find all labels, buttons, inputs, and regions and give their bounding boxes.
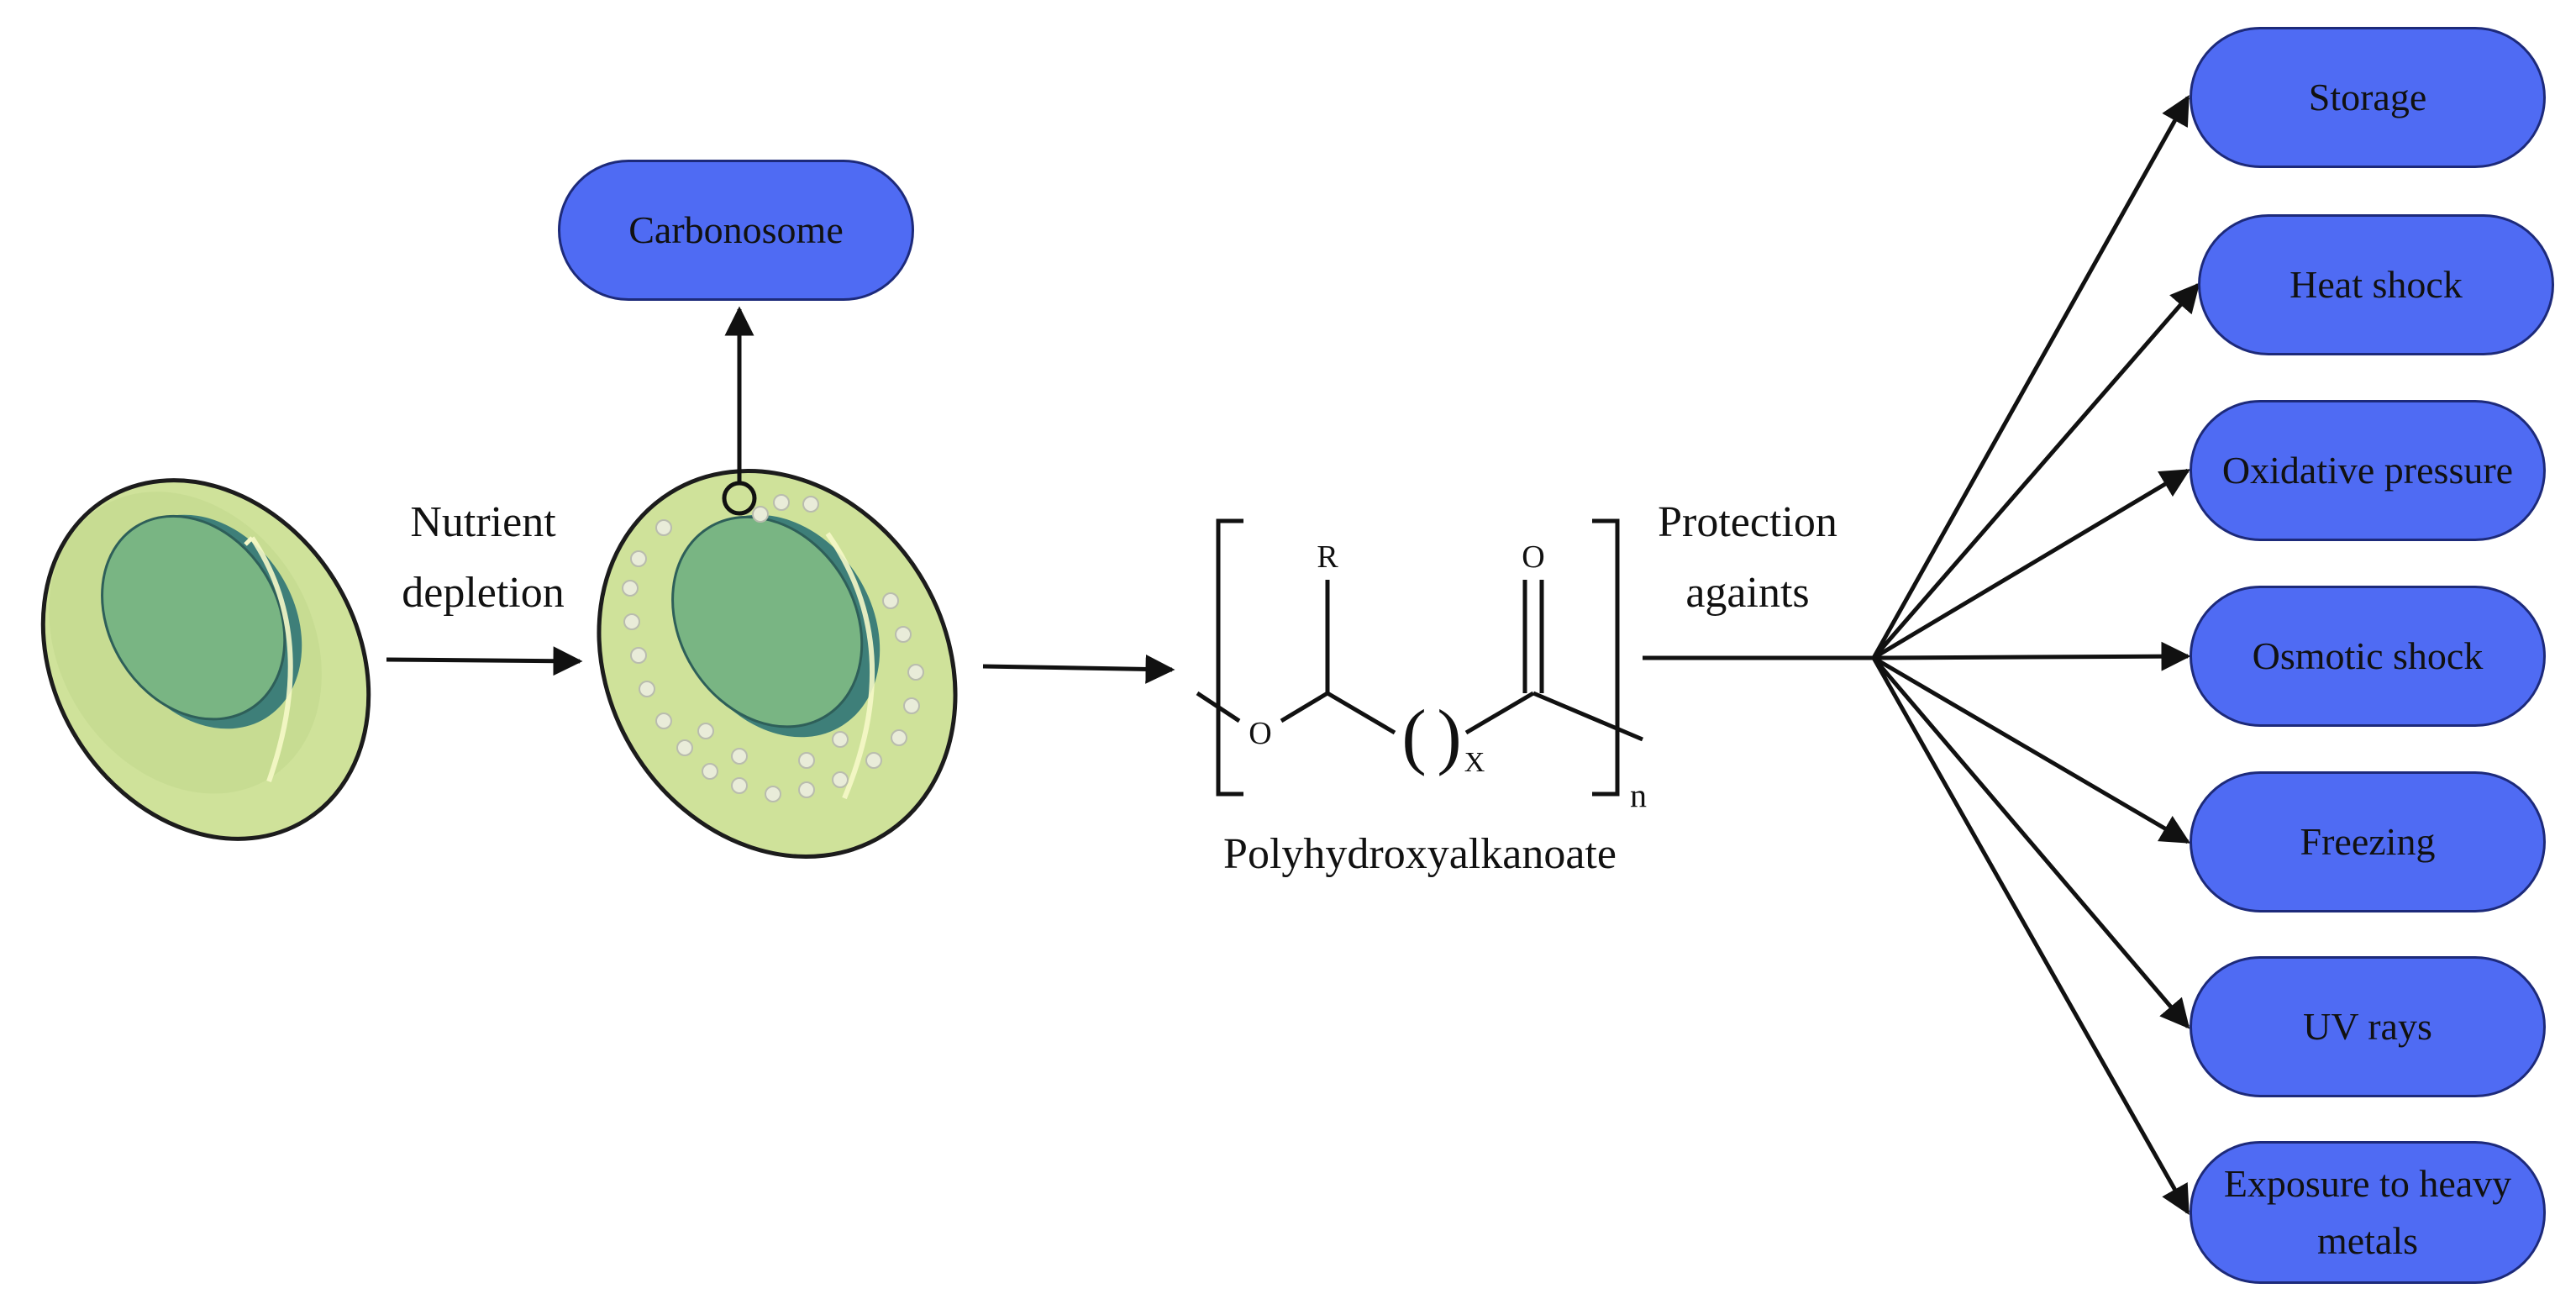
pha-granule bbox=[891, 729, 907, 746]
protection-line-2: againts bbox=[1685, 569, 1810, 617]
function-heavy-metals: Exposure to heavy metals bbox=[2190, 1141, 2546, 1284]
arrow-to-heavy-metals bbox=[1871, 656, 2190, 1216]
pha-granule bbox=[702, 763, 718, 780]
function-osmotic-shock: Osmotic shock bbox=[2190, 586, 2546, 727]
left-paren: ( bbox=[1401, 696, 1426, 777]
pha-granule bbox=[630, 550, 647, 567]
function-storage-label: Storage bbox=[2308, 76, 2427, 118]
arrow-to-uv-rays bbox=[1872, 656, 2190, 1029]
bacterial-cell-normal bbox=[40, 478, 371, 841]
pha-granule bbox=[622, 580, 639, 597]
carbonosome-label: Carbonosome bbox=[628, 208, 844, 251]
subscript-x: X bbox=[1464, 747, 1485, 778]
function-osmotic-shock-label: Osmotic shock bbox=[2252, 634, 2484, 677]
bacterial-cell-with-granules bbox=[597, 469, 958, 859]
carbonyl-oxygen-label: O bbox=[1522, 539, 1544, 575]
arrow-to-storage bbox=[1871, 94, 2190, 660]
pha-granule bbox=[832, 771, 849, 788]
function-heavy-metals-line-2: metals bbox=[2316, 1219, 2419, 1262]
pha-granule bbox=[882, 592, 899, 609]
arrow-to-polymer bbox=[982, 654, 1175, 684]
function-freezing: Freezing bbox=[2190, 771, 2546, 912]
pha-granule bbox=[655, 519, 672, 536]
pha-granule bbox=[798, 781, 815, 798]
carbonosome-box: Carbonosome bbox=[558, 160, 914, 301]
pha-granule bbox=[802, 496, 819, 513]
pha-granule bbox=[773, 494, 790, 511]
pha-granule bbox=[907, 664, 924, 681]
pha-chemical-structure bbox=[1196, 518, 1643, 797]
protection-label: Protection againts bbox=[1617, 487, 1878, 628]
function-oxidative-pressure-label: Oxidative pressure bbox=[2221, 449, 2514, 492]
pha-granule bbox=[639, 681, 655, 697]
pha-granule bbox=[623, 613, 640, 630]
arrow-to-heat-shock bbox=[1872, 282, 2200, 660]
pha-granule bbox=[903, 697, 920, 714]
arrow-to-freezing bbox=[1872, 655, 2191, 844]
pha-granule bbox=[630, 647, 647, 664]
function-storage: Storage bbox=[2190, 27, 2546, 168]
nutrient-depletion-line-2: depletion bbox=[402, 569, 565, 617]
compound-name-label: Polyhydroxyalkanoate bbox=[1223, 830, 1617, 878]
function-freezing-label: Freezing bbox=[2300, 820, 2436, 863]
pha-granule bbox=[655, 713, 672, 729]
right-paren: ) bbox=[1437, 696, 1461, 777]
pha-granule bbox=[832, 731, 849, 748]
function-uv-rays-label: UV rays bbox=[2303, 1005, 2432, 1048]
arrow-nutrient-depletion bbox=[386, 646, 583, 676]
nutrient-depletion-line-1: Nutrient bbox=[410, 498, 556, 546]
subscript-n: n bbox=[1630, 776, 1647, 814]
protection-line-1: Protection bbox=[1658, 498, 1837, 546]
pha-granule bbox=[731, 777, 748, 794]
pha-granule bbox=[895, 626, 912, 643]
function-heavy-metals-line-1: Exposure to heavy bbox=[2223, 1162, 2512, 1205]
arrow-to-osmotic-shock bbox=[1873, 641, 2191, 671]
pha-granule bbox=[752, 506, 769, 523]
nutrient-depletion-label: Nutrient depletion bbox=[370, 487, 597, 628]
function-heat-shock: Heat shock bbox=[2198, 214, 2554, 355]
function-oxidative-pressure: Oxidative pressure bbox=[2190, 400, 2546, 541]
pha-granule bbox=[865, 752, 882, 769]
pha-granule bbox=[798, 752, 815, 769]
function-uv-rays: UV rays bbox=[2190, 956, 2546, 1097]
function-heat-shock-label: Heat shock bbox=[2289, 263, 2463, 306]
arrow-to-oxidative-pressure bbox=[1872, 468, 2191, 660]
pha-granule bbox=[731, 748, 748, 765]
pha-granule bbox=[765, 786, 781, 802]
pha-granule bbox=[676, 739, 693, 756]
pha-granule bbox=[697, 723, 714, 739]
oxygen-ring-atom: O bbox=[1249, 716, 1271, 751]
r-group-label: R bbox=[1317, 539, 1338, 575]
